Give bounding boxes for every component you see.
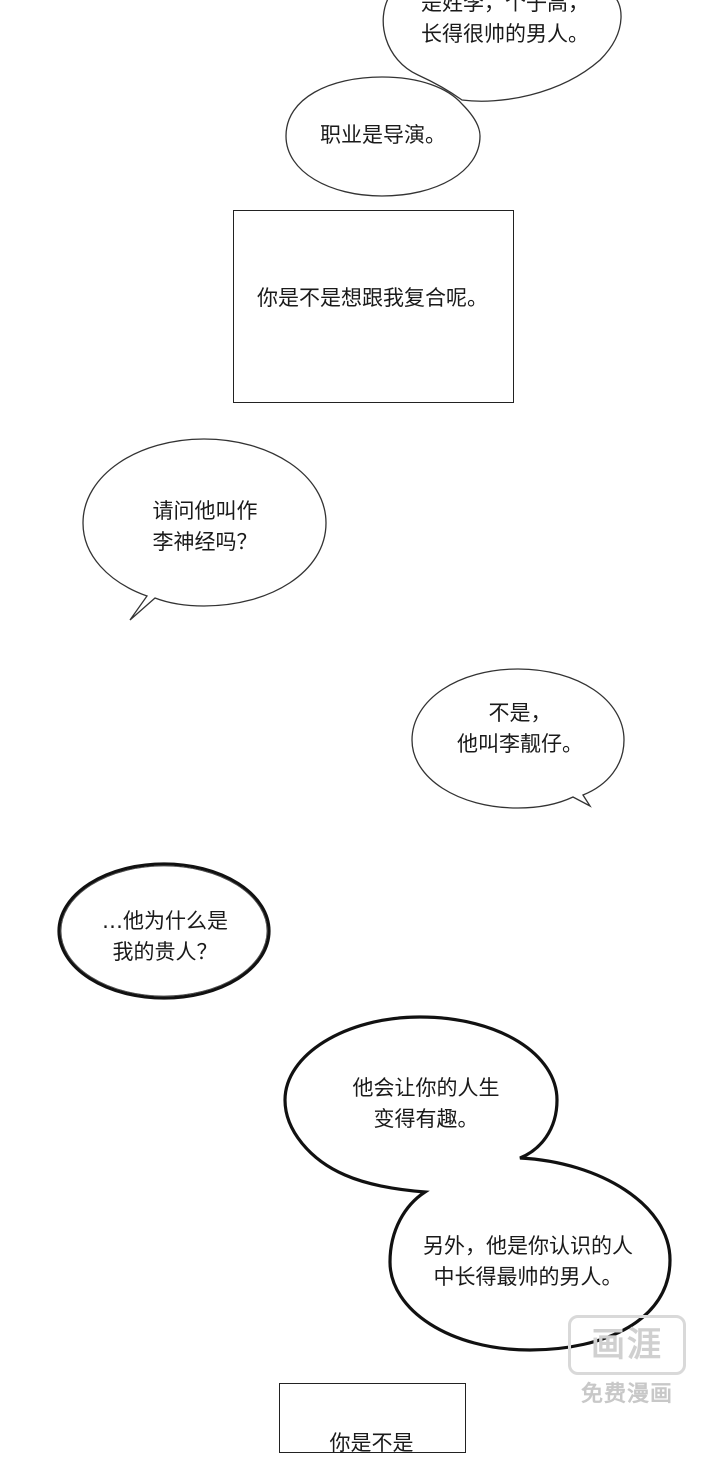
narration-text: 你是不是想跟我复合呢。 <box>257 286 488 310</box>
watermark-subtitle: 免费漫画 <box>580 1382 673 1407</box>
narration-box-2: 你是不是 <box>279 1383 466 1455</box>
speech-line: 他叫李靓仔。 <box>457 732 583 756</box>
speech-line: 变得有趣。 <box>373 1107 479 1131</box>
speech-line: 不是， <box>488 701 552 725</box>
speech-bubble-3-text: 请问他叫作 李神经吗？ <box>120 496 290 558</box>
speech-bubble-4 <box>411 668 625 809</box>
watermark-logo: 画涯 <box>568 1315 686 1375</box>
speech-line: 是姓李，个子高， <box>421 0 589 15</box>
speech-line: 他会让你的人生 <box>352 1076 500 1100</box>
speech-line: 请问他叫作 <box>152 499 258 523</box>
speech-bubble-1-text: 是姓李，个子高， 长得很帅的男人。 <box>400 0 610 50</box>
speech-line: 职业是导演。 <box>320 123 446 147</box>
speech-line: 我的贵人？ <box>112 940 218 964</box>
speech-bubble-5-inner-stroke <box>60 865 268 997</box>
speech-bubble-5 <box>57 862 271 1000</box>
narration-text: 你是不是 <box>329 1431 414 1455</box>
watermark: 画涯 免费漫画 <box>560 1315 690 1415</box>
speech-bubble-4-text: 不是， 他叫李靓仔。 <box>432 698 608 760</box>
speech-line: …他为什么是 <box>102 909 228 933</box>
narration-box-1: 你是不是想跟我复合呢。 <box>233 210 514 403</box>
speech-bubble-3 <box>82 438 327 621</box>
speech-bubble-6-7 <box>283 1015 672 1352</box>
speech-line: 另外，他是你认识的人 <box>423 1234 633 1258</box>
speech-bubble-2 <box>285 76 481 197</box>
speech-line: 中长得最帅的男人。 <box>433 1265 623 1289</box>
speech-bubble-2-text: 职业是导演。 <box>300 120 466 151</box>
speech-bubble-1 <box>382 0 622 102</box>
speech-bubble-5-text: …他为什么是 我的贵人？ <box>80 906 250 968</box>
speech-bubble-6-text: 他会让你的人生 变得有趣。 <box>316 1073 536 1135</box>
speech-line: 李神经吗？ <box>152 530 258 554</box>
speech-line: 长得很帅的男人。 <box>421 22 589 46</box>
speech-bubble-7-text: 另外，他是你认识的人 中长得最帅的男人。 <box>398 1231 658 1293</box>
